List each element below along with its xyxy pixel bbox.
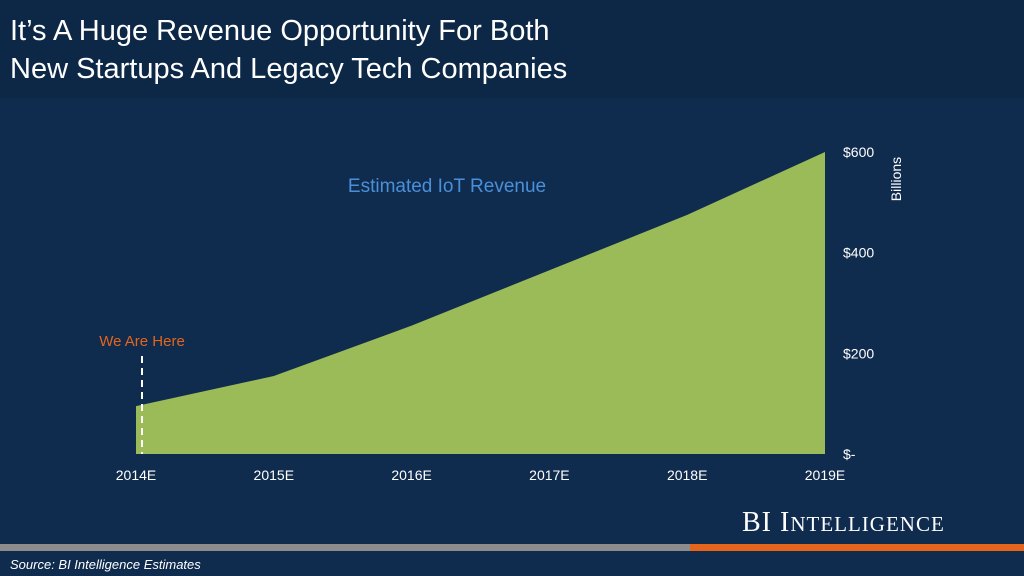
footer-orange-bar	[690, 544, 1024, 551]
y-tick-label: $600	[843, 144, 874, 160]
y-tick-label: $-	[843, 446, 856, 462]
x-tick-label: 2019E	[805, 467, 845, 483]
chart-title: Estimated IoT Revenue	[348, 176, 546, 197]
we-are-here-label: We Are Here	[99, 333, 185, 350]
x-tick-label: 2016E	[391, 467, 431, 483]
source-note: Source: BI Intelligence Estimates	[10, 557, 201, 572]
bi-intelligence-logo: BI INTELLIGENCE	[742, 507, 945, 538]
y-axis-label: Billions	[888, 157, 904, 201]
slide-title: It’s A Huge Revenue Opportunity For Both…	[10, 15, 568, 85]
y-tick-labels: $600 $400 $200 $-	[843, 144, 874, 462]
x-tick-label: 2018E	[667, 467, 707, 483]
y-tick-label: $400	[843, 245, 874, 261]
x-tick-label: 2017E	[529, 467, 569, 483]
footer-gray-bar	[0, 544, 690, 551]
title-band	[0, 0, 1024, 98]
y-tick-label: $200	[843, 345, 874, 361]
x-tick-label: 2015E	[254, 467, 294, 483]
revenue-area	[136, 152, 825, 454]
x-tick-labels: 2014E 2015E 2016E 2017E 2018E 2019E	[116, 467, 845, 483]
footer	[0, 551, 1024, 576]
x-tick-label: 2014E	[116, 467, 156, 483]
